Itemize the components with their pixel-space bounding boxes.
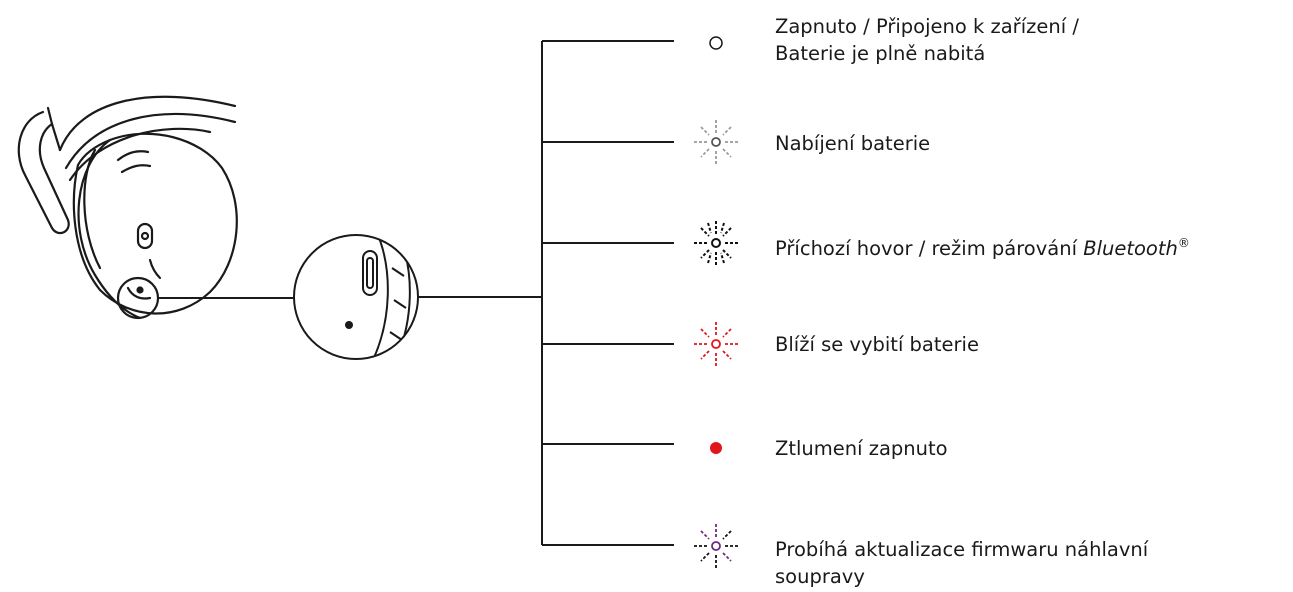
label-firmware: Probíhá aktualizace firmwaru náhlavní so… (775, 536, 1148, 590)
label-on: Zapnuto / Připojeno k zařízení / Baterie… (775, 13, 1079, 67)
label-low-battery: Blíží se vybití baterie (775, 331, 979, 358)
label-pairing-prefix: Příchozí hovor / režim párování (775, 237, 1084, 260)
label-pairing-registered: ® (1177, 236, 1190, 250)
bracket-ticks (542, 40, 674, 546)
blinking-red-led-icon (694, 322, 738, 366)
label-firmware-line-2: soupravy (775, 565, 865, 588)
label-firmware-line-1: Probíhá aktualizace firmwaru náhlavní (775, 538, 1149, 561)
blinking-purple-led-icon (694, 524, 738, 568)
magnifier-detail (293, 234, 419, 360)
fast-blinking-white-led-icon (694, 221, 738, 265)
label-on-line-2: Baterie je plně nabitá (775, 42, 986, 65)
label-low-battery-text: Blíží se vybití baterie (775, 333, 979, 356)
label-charging: Nabíjení baterie (775, 130, 930, 157)
label-charging-text: Nabíjení baterie (775, 132, 931, 155)
solid-red-led-icon (710, 442, 722, 454)
label-pairing: Příchozí hovor / režim párování Bluetoot… (775, 230, 1190, 262)
headset-illustration (17, 95, 238, 320)
pulsing-white-led-icon (694, 120, 738, 164)
solid-white-led-icon (709, 36, 723, 50)
label-on-line-1: Zapnuto / Připojeno k zařízení / (775, 15, 1079, 38)
label-pairing-bluetooth: Bluetooth (1083, 237, 1178, 260)
label-mute-text: Ztlumení zapnuto (775, 437, 948, 460)
led-indicator-dot (345, 321, 353, 329)
label-mute: Ztlumení zapnuto (775, 435, 948, 462)
